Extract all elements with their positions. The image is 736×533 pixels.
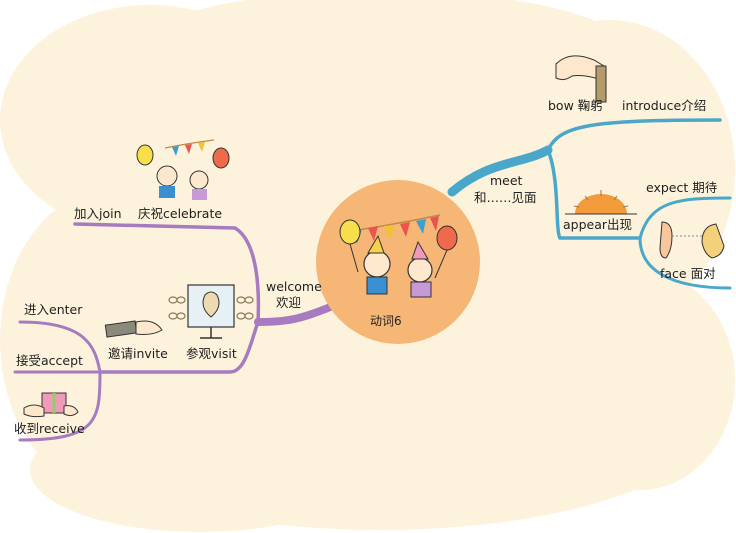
gift-hands-illustration — [23, 392, 79, 418]
branch-welcome — [254, 301, 339, 326]
branch-meet — [447, 145, 553, 197]
branch-receive — [18, 370, 102, 442]
branch-face — [638, 236, 732, 290]
branch-join — [73, 222, 261, 324]
branch-appear — [546, 148, 642, 240]
branch-bow — [546, 118, 722, 152]
left-branches — [13, 222, 339, 442]
appear-label: appear出现 — [563, 217, 633, 232]
meet-label-zh: 和……见面 — [474, 190, 537, 205]
invite-hand-illustration — [104, 320, 163, 338]
bow-label: bow 鞠躬 — [548, 98, 603, 113]
right-branches — [447, 118, 732, 290]
sunrise-illustration — [565, 190, 637, 215]
branch-visit — [98, 320, 260, 374]
enter-label: 进入enter — [24, 302, 83, 317]
celebrate-label: 庆祝celebrate — [138, 206, 223, 221]
invite-label: 邀请invite — [108, 346, 168, 361]
visit-label: 参观visit — [186, 346, 237, 361]
center-node-label: 动词6 — [370, 314, 402, 328]
bowing-person-illustration — [555, 55, 607, 103]
expect-label: expect 期待 — [646, 180, 718, 195]
join-label: 加入join — [74, 206, 122, 221]
face-label: face 面对 — [660, 266, 716, 281]
party-kids-illustration — [136, 139, 230, 200]
accept-label: 接受accept — [16, 353, 83, 368]
meet-label-en: meet — [490, 173, 523, 188]
receive-label: 收到receive — [14, 421, 85, 436]
welcome-label-en: welcome — [266, 279, 322, 294]
welcome-label-zh: 欢迎 — [276, 295, 302, 310]
branch-enter — [18, 320, 102, 374]
face-to-face-illustration — [659, 221, 725, 259]
museum-exhibit-illustration — [168, 284, 254, 339]
central-node — [316, 180, 480, 344]
introduce-label: introduce介绍 — [622, 98, 707, 113]
branch-expect — [638, 196, 732, 240]
